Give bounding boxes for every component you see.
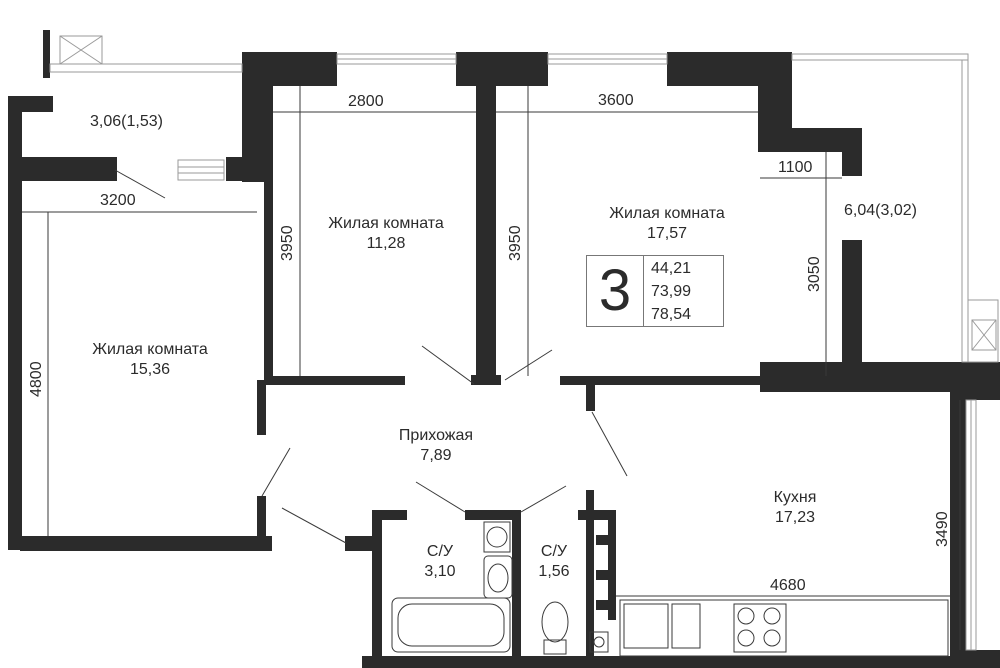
room-area: 11,28 bbox=[366, 235, 406, 252]
dimension-3950-left: 3950 bbox=[279, 225, 296, 261]
room-name: Прихожая bbox=[398, 427, 474, 444]
bathroom-2-label: С/У 1,56 bbox=[524, 542, 584, 582]
door-swings bbox=[114, 169, 628, 544]
hallway-label: Прихожая 7,89 bbox=[374, 426, 498, 466]
dimension-2800: 2800 bbox=[348, 93, 384, 110]
room-area: 1,56 bbox=[538, 563, 570, 580]
kitchen-label: Кухня 17,23 bbox=[750, 488, 840, 528]
room-area: 15,36 bbox=[129, 361, 171, 378]
dimension-4800: 4800 bbox=[28, 361, 45, 397]
room-name: Жилая комната bbox=[328, 215, 444, 232]
fixtures bbox=[391, 521, 949, 657]
dimension-1100: 1100 bbox=[778, 159, 813, 176]
balcony-left-area: 3,06(1,53) bbox=[90, 113, 163, 130]
room-area: 3,10 bbox=[424, 563, 456, 580]
room-name: С/У bbox=[426, 543, 454, 560]
area-total: 73,99 bbox=[651, 283, 692, 300]
balcony-right-area: 6,04(3,02) bbox=[844, 202, 917, 219]
dimension-3490: 3490 bbox=[934, 511, 951, 547]
area-living: 44,21 bbox=[651, 260, 692, 277]
dimension-4680: 4680 bbox=[770, 577, 806, 594]
dimension-3950-right: 3950 bbox=[507, 225, 524, 261]
room-area: 7,89 bbox=[420, 447, 452, 464]
apartment-badge: 3 44,21 73,99 78,54 bbox=[586, 255, 724, 327]
windows bbox=[49, 35, 999, 651]
dimension-3050: 3050 bbox=[806, 256, 823, 292]
bedroom-middle-label: Жилая комната 11,28 bbox=[297, 214, 475, 254]
room-area: 17,23 bbox=[774, 509, 816, 526]
area-with-balcony: 78,54 bbox=[651, 306, 692, 323]
dimension-lines bbox=[22, 86, 961, 650]
bathroom-1-label: С/У 3,10 bbox=[410, 542, 470, 582]
room-name: Кухня bbox=[773, 489, 817, 506]
walls bbox=[8, 30, 1000, 668]
room-area: 17,57 bbox=[646, 225, 688, 242]
apartment-areas: 44,21 73,99 78,54 bbox=[651, 257, 691, 326]
room-name: С/У bbox=[540, 543, 568, 560]
room-name: Жилая комната bbox=[609, 205, 725, 222]
dimension-3600: 3600 bbox=[598, 92, 634, 109]
dimension-3200: 3200 bbox=[100, 192, 136, 209]
rooms-count: 3 bbox=[587, 256, 644, 326]
room-name: Жилая комната bbox=[92, 341, 208, 358]
bedroom-left-label: Жилая комната 15,36 bbox=[60, 340, 240, 380]
bedroom-right-label: Жилая комната 17,57 bbox=[578, 204, 756, 244]
